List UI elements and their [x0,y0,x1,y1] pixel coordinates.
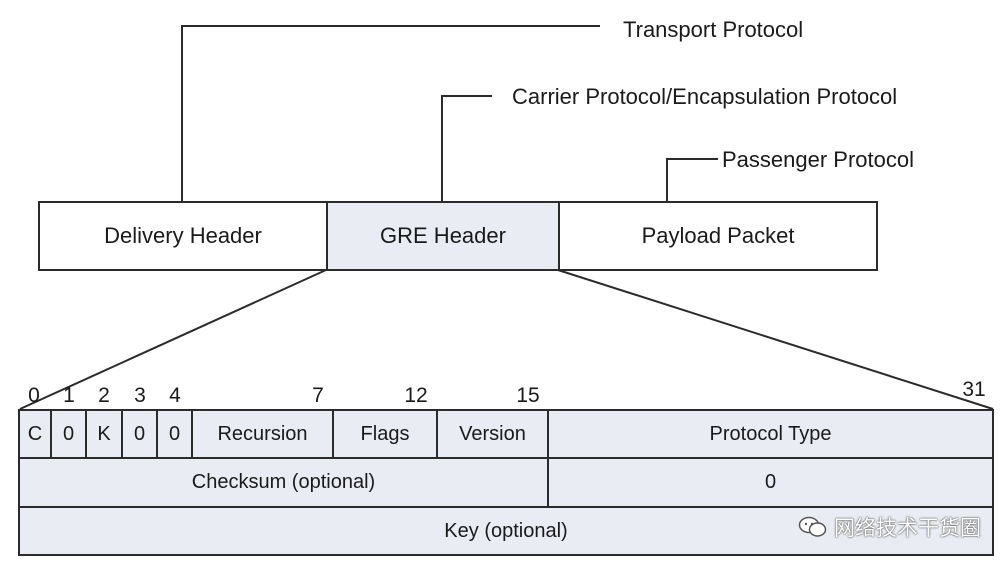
bit-number: 7 [312,384,324,407]
delivery-header-box: Delivery Header [38,201,328,271]
bit-number: 1 [63,384,75,407]
transport-protocol-label: Transport Protocol [623,17,804,42]
gre-table-grid [18,409,994,556]
passenger-protocol-label: Passenger Protocol [722,147,914,172]
field-flags: Flags [360,422,410,445]
wechat-icon [798,516,827,537]
bit-number: 15 [516,384,540,407]
field-checksum: Checksum (optional) [191,471,376,493]
watermark: 网络技术干货圈 [798,512,981,542]
field-key: Key (optional) [444,519,568,542]
field-reserved-zero: 0 [764,471,777,493]
field-protocol-type: Protocol Type [709,422,832,445]
bit-number: 2 [98,384,110,407]
field-reserved-4: 0 [168,422,181,445]
transport-connector [181,25,600,201]
field-version: Version [459,422,526,445]
field-k: K [97,422,111,445]
bit-number: 31 [962,378,986,401]
gre-header-label: GRE Header [380,223,506,248]
bit-number: 3 [134,384,146,407]
bit-number: 12 [404,384,428,407]
gre-header-format-table: C 0 K 0 0 Recursion Flags Version Protoc… [18,409,994,556]
field-recursion: Recursion [217,422,308,445]
bit-number: 0 [28,384,40,407]
bit-number: 4 [169,384,181,407]
carrier-protocol-label: Carrier Protocol/Encapsulation Protocol [512,84,898,109]
field-c: C [27,422,43,445]
field-reserved-1: 0 [62,422,75,445]
expand-left-line [19,269,327,410]
passenger-connector [666,158,718,201]
field-reserved-3: 0 [133,422,146,445]
payload-packet-label: Payload Packet [641,223,795,248]
payload-packet-box: Payload Packet [558,201,878,271]
watermark-text: 网络技术干货圈 [834,517,981,540]
carrier-connector [441,95,492,201]
delivery-header-label: Delivery Header [104,223,262,248]
expand-right-line [557,269,994,410]
gre-header-box: GRE Header [326,201,560,271]
